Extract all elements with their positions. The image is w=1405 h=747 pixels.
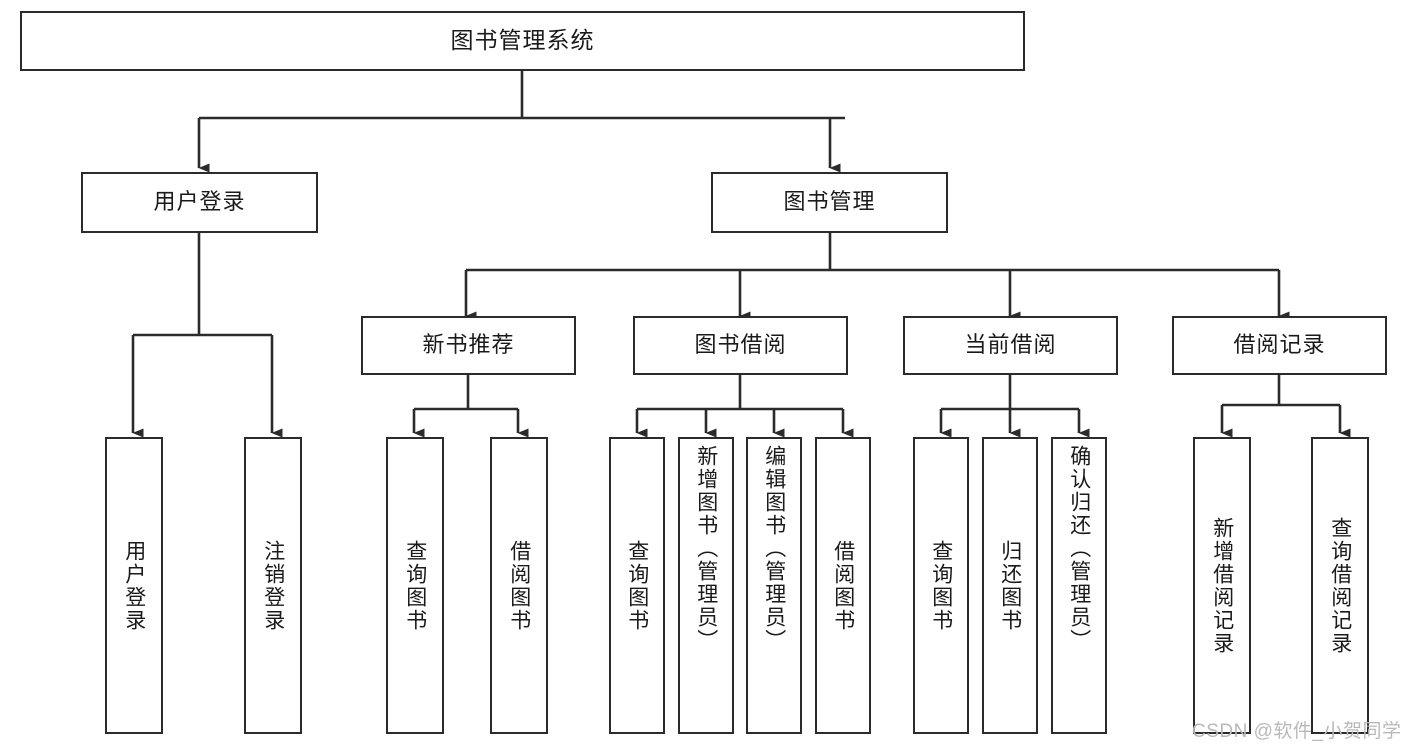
node-borrow-record-label: 借阅记录 (1233, 332, 1326, 358)
leaf-query-book-3-label: 查询图书 (929, 539, 953, 632)
node-book-manage-label: 图书管理 (783, 189, 876, 215)
leaf-add-book[interactable]: 新增图书（管理员） (678, 437, 734, 734)
leaf-borrow-book-2-label: 借阅图书 (831, 539, 855, 632)
node-user-login[interactable]: 用户登录 (81, 172, 318, 233)
node-root[interactable]: 图书管理系统 (20, 11, 1025, 71)
leaf-add-record[interactable]: 新增借阅记录 (1193, 437, 1251, 734)
node-book-borrow-label: 图书借阅 (694, 332, 787, 358)
node-book-borrow[interactable]: 图书借阅 (633, 316, 848, 375)
leaf-borrow-book-1[interactable]: 借阅图书 (490, 437, 548, 734)
leaf-query-record-label: 查询借阅记录 (1328, 516, 1352, 655)
leaf-user-login[interactable]: 用户登录 (105, 437, 163, 734)
leaf-confirm-return[interactable]: 确认归还（管理员） (1051, 437, 1107, 734)
leaf-query-book-1-label: 查询图书 (403, 539, 427, 632)
leaf-edit-book-label: 编辑图书（管理员） (762, 445, 786, 652)
leaf-borrow-book-2[interactable]: 借阅图书 (815, 437, 871, 734)
node-current-borrow-label: 当前借阅 (964, 332, 1057, 358)
node-book-manage[interactable]: 图书管理 (711, 172, 948, 233)
node-root-label: 图书管理系统 (450, 27, 595, 54)
node-new-book-rec[interactable]: 新书推荐 (361, 316, 576, 375)
leaf-return-book-label: 归还图书 (998, 539, 1022, 632)
leaf-user-login-label: 用户登录 (122, 539, 146, 632)
node-new-book-rec-label: 新书推荐 (422, 332, 515, 358)
leaf-borrow-book-1-label: 借阅图书 (507, 539, 531, 632)
leaf-query-record[interactable]: 查询借阅记录 (1311, 437, 1369, 734)
node-borrow-record[interactable]: 借阅记录 (1172, 316, 1387, 375)
leaf-add-record-label: 新增借阅记录 (1210, 516, 1234, 655)
leaf-add-book-label: 新增图书（管理员） (694, 445, 718, 652)
leaf-confirm-return-label: 确认归还（管理员） (1067, 445, 1091, 652)
leaf-logout-login-label: 注销登录 (261, 539, 285, 632)
leaf-query-book-3[interactable]: 查询图书 (913, 437, 969, 734)
node-user-login-label: 用户登录 (153, 189, 246, 215)
leaf-return-book[interactable]: 归还图书 (982, 437, 1038, 734)
watermark-text: CSDN @软件_小贺同学 (1192, 721, 1402, 742)
leaf-query-book-1[interactable]: 查询图书 (386, 437, 444, 734)
leaf-edit-book[interactable]: 编辑图书（管理员） (746, 437, 802, 734)
leaf-logout-login[interactable]: 注销登录 (244, 437, 302, 734)
leaf-query-book-2-label: 查询图书 (625, 539, 649, 632)
node-current-borrow[interactable]: 当前借阅 (903, 316, 1118, 375)
leaf-query-book-2[interactable]: 查询图书 (609, 437, 665, 734)
